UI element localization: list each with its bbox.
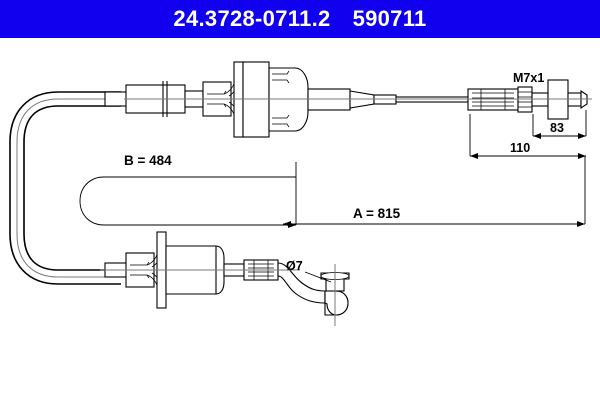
dimension-a-label: A = 815: [353, 206, 401, 221]
ref-number: 590711: [352, 6, 427, 31]
thread-callout: M7x1: [513, 71, 544, 85]
dimension-110-label: 110: [510, 141, 530, 155]
cable-assembly-diagram: B = 484 A = 815 M7x1 83: [9, 61, 592, 326]
dimension-a: A = 815: [283, 156, 586, 227]
upper-cable-sheath: [9, 91, 124, 285]
part-number: 24.3728-0711.2: [173, 6, 331, 31]
title-bar-text: 24.3728-0711.2 590711: [173, 6, 426, 32]
dimension-110: 110: [469, 114, 586, 159]
dimension-83: 83: [532, 110, 587, 139]
diameter-callout: Ø7: [286, 259, 332, 283]
dimension-83-label: 83: [550, 121, 564, 135]
diameter-7-label: Ø7: [286, 259, 303, 273]
dimension-b-label: B = 484: [124, 153, 172, 168]
dimension-b: B = 484: [79, 153, 297, 228]
title-bar: 24.3728-0711.2 590711: [0, 0, 600, 38]
thread-label: M7x1: [513, 71, 544, 85]
